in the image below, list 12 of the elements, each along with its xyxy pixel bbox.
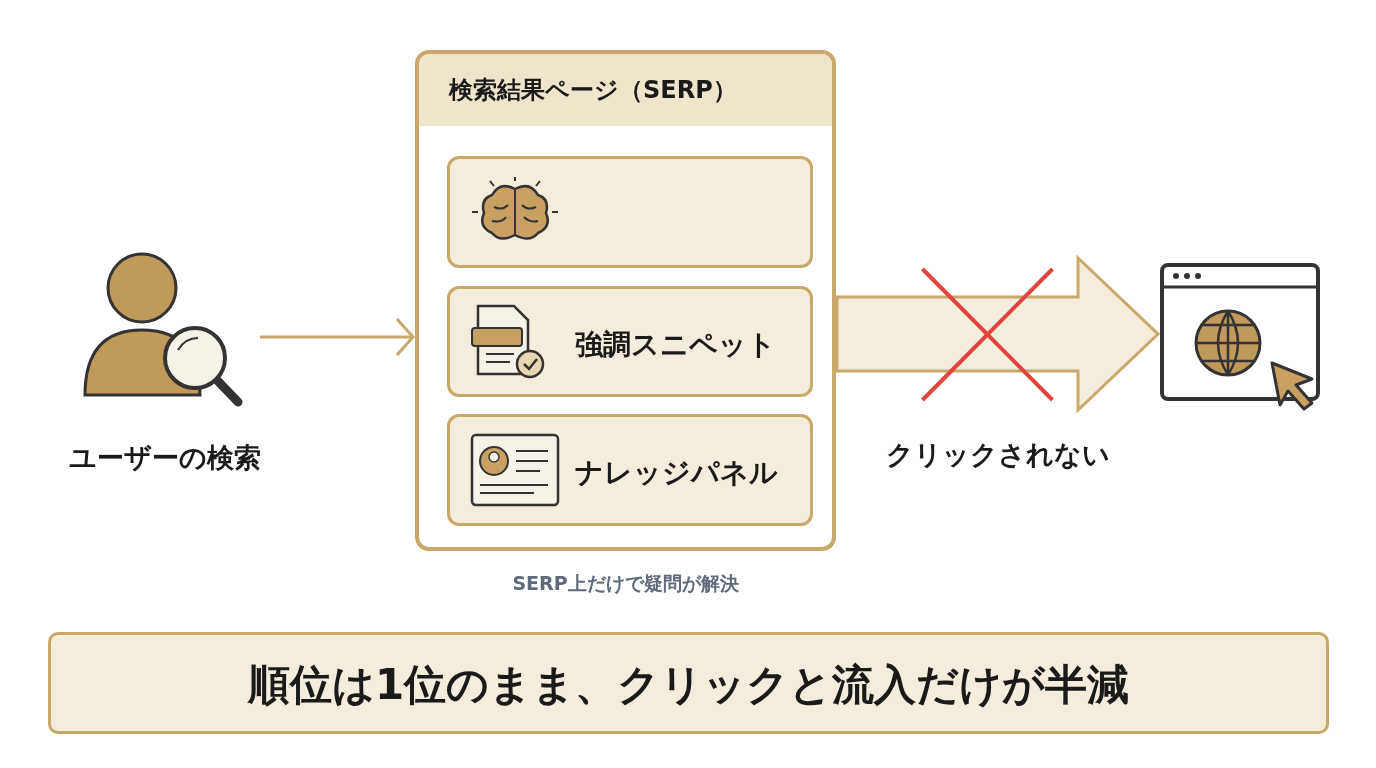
card-label: 強調スニペット xyxy=(575,326,776,363)
panel-caption: SERP上だけで疑問が解決 xyxy=(511,571,740,596)
result-card xyxy=(447,414,813,526)
arrow xyxy=(260,317,415,357)
summary-text: 順位は1位のまま、クリックと流入だけが半減 xyxy=(246,659,1131,711)
summary-banner xyxy=(48,632,1329,734)
panel-title: 検索結果ページ（SERP） xyxy=(449,75,737,106)
result-card xyxy=(447,286,813,397)
block-arrow xyxy=(835,254,1161,414)
card-label: ナレッジパネル xyxy=(575,455,778,491)
result-card xyxy=(447,156,813,268)
node-label: ユーザーの検索 xyxy=(68,441,262,475)
